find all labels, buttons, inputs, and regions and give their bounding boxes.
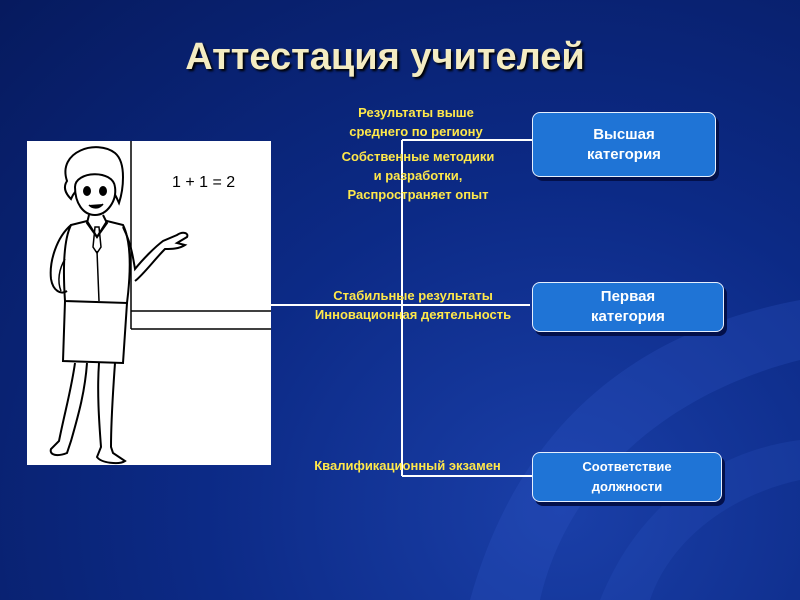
- category-label: категория: [591, 308, 665, 325]
- criterion-above-average: Результаты выше среднего по региону: [316, 103, 516, 141]
- category-label: Первая: [600, 288, 656, 305]
- category-first-box[interactable]: Первая категория: [532, 282, 724, 332]
- criterion-text: и разработки,: [373, 168, 463, 183]
- category-label: Высшая: [593, 125, 655, 143]
- category-label: категория: [587, 145, 661, 163]
- criterion-text: Результаты выше: [358, 105, 474, 120]
- category-label: должности: [591, 479, 663, 494]
- criterion-text: Стабильные результаты: [333, 288, 493, 303]
- slide-title: Аттестация учителей: [185, 36, 585, 78]
- category-highest-box[interactable]: Высшая категория: [532, 112, 716, 177]
- criterion-exam: Квалификационный экзамен: [290, 456, 525, 475]
- criterion-text: Распространяет опыт: [347, 187, 489, 202]
- teacher-illustration: 1 + 1 = 2: [27, 141, 271, 465]
- board-equation: 1 + 1 = 2: [172, 174, 235, 191]
- criterion-text: Собственные методики: [341, 149, 495, 164]
- category-position-match-box[interactable]: Соответствие должности: [532, 452, 722, 502]
- category-label: Соответствие: [582, 459, 672, 474]
- criterion-text: Квалификационный экзамен: [314, 458, 501, 473]
- criterion-stable-results: Стабильные результаты Инновационная деят…: [288, 286, 538, 324]
- criterion-text: Инновационная деятельность: [314, 307, 512, 322]
- criterion-text: среднего по региону: [349, 124, 483, 139]
- teacher-at-board-image: 1 + 1 = 2: [27, 141, 271, 465]
- criterion-own-methods: Собственные методики и разработки, Распр…: [318, 147, 518, 204]
